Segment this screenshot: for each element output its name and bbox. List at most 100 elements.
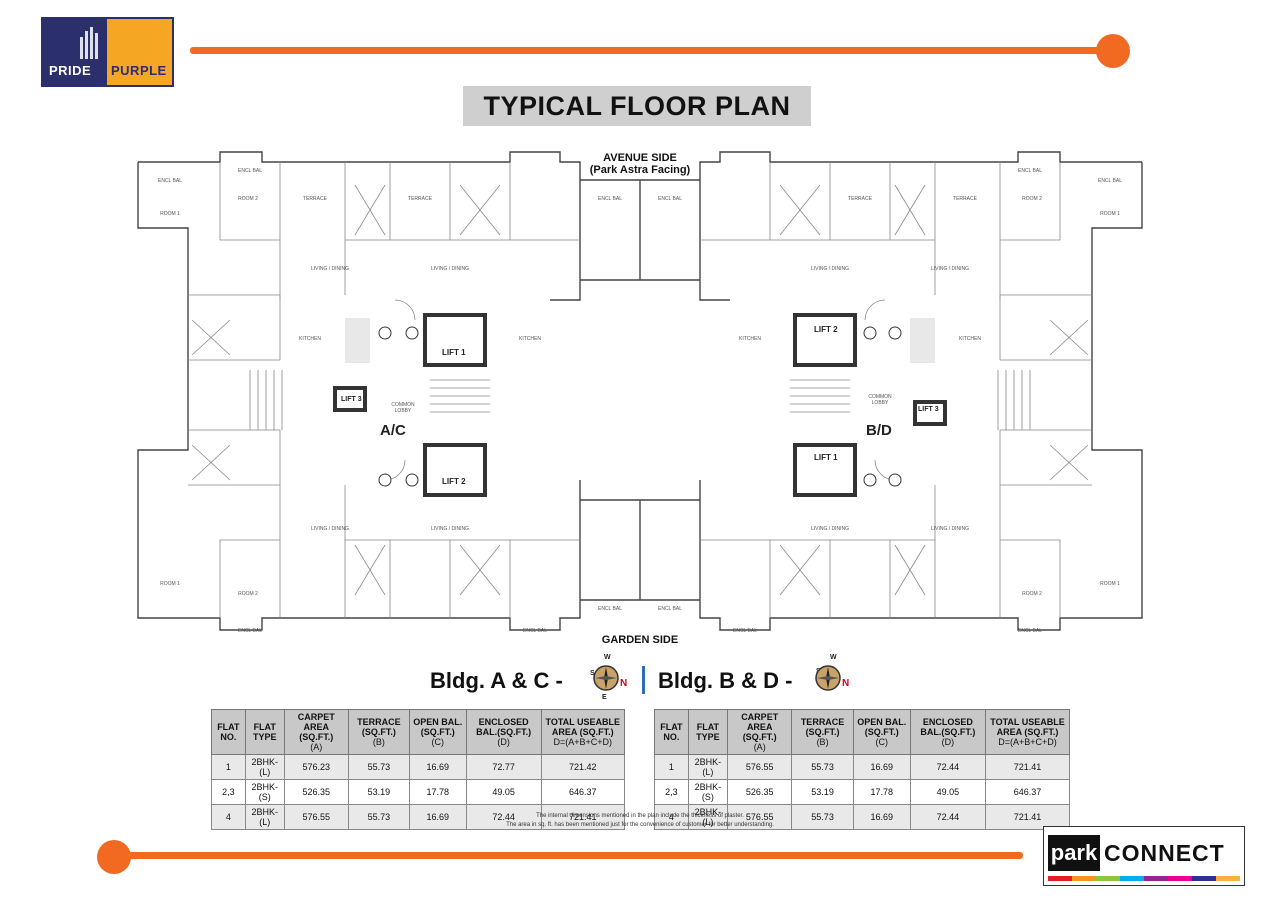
page-title: TYPICAL FLOOR PLAN	[483, 90, 791, 121]
area-table-header: FLAT NO. FLAT TYPE CARPET AREA (SQ.FT.)(A)…	[654, 709, 1070, 755]
compass-e: E	[602, 694, 607, 701]
table-cell: 16.69	[408, 804, 467, 830]
table-cell: 72.44	[465, 804, 542, 830]
lift-1-left: LIFT 1	[442, 348, 466, 357]
header-sub: (D)	[497, 737, 510, 747]
table-header-cell: OPEN BAL. (SQ.FT.)(C)	[408, 709, 467, 755]
compass-left: W S N E	[588, 654, 632, 704]
table-cell: 55.73	[347, 754, 410, 780]
floor-plan: ENCL BAL ENCL BAL ROOM 1 ROOM 2 TERRACE TER…	[130, 140, 1150, 662]
table-header-cell: CARPET AREA (SQ.FT.)(A)	[726, 709, 793, 755]
table-cell: 1	[654, 754, 689, 780]
compass-w: W	[830, 654, 837, 661]
svg-text:ROOM 2: ROOM 2	[1022, 196, 1042, 202]
header-sub: (B)	[816, 737, 829, 747]
park-connect-park: park	[1048, 835, 1100, 871]
table-cell: 16.69	[852, 804, 911, 830]
header-orange-dot	[1096, 34, 1130, 68]
header-label: CARPET AREA (SQ.FT.)	[297, 712, 335, 742]
svg-text:LIVING / DINING: LIVING / DINING	[931, 266, 969, 272]
footnotes: The internal dimensions mentioned in the…	[430, 812, 850, 830]
svg-text:KITCHEN: KITCHEN	[299, 336, 321, 342]
table-cell: 55.73	[791, 804, 854, 830]
table-header-cell: OPEN BAL. (SQ.FT.)(C)	[852, 709, 911, 755]
header-label: TOTAL USEABLE AREA (SQ.FT.)	[545, 717, 621, 737]
svg-text:KITCHEN: KITCHEN	[519, 336, 541, 342]
table-cell: 646.37	[540, 779, 626, 805]
table-cell: 55.73	[791, 754, 854, 780]
svg-text:LIVING / DINING: LIVING / DINING	[311, 266, 349, 272]
header-sub: (A)	[310, 742, 323, 752]
svg-text:ENCL BAL: ENCL BAL	[598, 606, 622, 612]
header-label: OPEN BAL. (SQ.FT.)	[413, 717, 463, 737]
svg-text:ENCL BAL: ENCL BAL	[1098, 178, 1122, 184]
compass-n: N	[620, 678, 628, 689]
header-label: CARPET AREA (SQ.FT.)	[741, 712, 779, 742]
logo-text-right: PURPLE	[111, 63, 167, 78]
svg-text:ENCL BAL: ENCL BAL	[598, 196, 622, 202]
table-cell: 72.77	[465, 754, 542, 780]
table-cell: 721.41	[985, 804, 1070, 830]
header-label: FLAT NO.	[660, 722, 683, 742]
svg-text:ENCL BAL: ENCL BAL	[733, 628, 757, 634]
svg-text:LIVING / DINING: LIVING / DINING	[431, 526, 469, 532]
table-cell: 526.35	[283, 779, 349, 805]
svg-text:KITCHEN: KITCHEN	[739, 336, 761, 342]
table-cell: 16.69	[852, 754, 911, 780]
header-sub: (C)	[431, 737, 445, 747]
table-cell: 2BHK-(S)	[244, 779, 285, 805]
compass-s: S	[590, 670, 595, 677]
svg-text:ROOM 1: ROOM 1	[1100, 211, 1120, 217]
area-table-header: FLAT NO. FLAT TYPE CARPET AREA (SQ.FT.)(A)…	[211, 709, 626, 755]
header-sub: (C)	[875, 737, 889, 747]
compass-right: W S N	[806, 654, 850, 704]
svg-text:LIVING / DINING: LIVING / DINING	[811, 266, 849, 272]
table-cell: 17.78	[408, 779, 467, 805]
building-separator	[642, 666, 645, 694]
header-label: ENCLOSED BAL.(SQ.FT.)	[476, 717, 532, 737]
table-header-cell: FLAT NO.	[654, 709, 689, 755]
lift-2-right: LIFT 2	[814, 325, 838, 334]
table-cell: 721.41	[985, 754, 1070, 780]
svg-text:LIVING / DINING: LIVING / DINING	[311, 526, 349, 532]
table-header-cell: FLAT TYPE	[244, 709, 285, 755]
table-cell: 16.69	[408, 754, 467, 780]
svg-text:TERRACE: TERRACE	[408, 196, 433, 202]
wing-label-right: B/D	[864, 422, 894, 439]
svg-text:ENCL BAL: ENCL BAL	[238, 168, 262, 174]
pride-purple-logo: PRIDE PURPLE	[41, 17, 174, 87]
table-cell: 2BHK-(L)	[244, 804, 285, 830]
common-lobby-right: COMMON LOBBY	[868, 394, 892, 406]
svg-text:LIVING / DINING: LIVING / DINING	[931, 526, 969, 532]
header-label: FLAT TYPE	[696, 722, 720, 742]
table-cell: 526.35	[726, 779, 793, 805]
svg-text:ROOM 2: ROOM 2	[238, 196, 258, 202]
header-label: TERRACE (SQ.FT.)	[357, 717, 401, 737]
header-label: FLAT TYPE	[252, 722, 277, 742]
svg-text:TERRACE: TERRACE	[303, 196, 328, 202]
header-label: FLAT NO.	[217, 722, 240, 742]
header-label: ENCLOSED BAL.(SQ.FT.)	[920, 717, 976, 737]
header-orange-bar	[190, 47, 1118, 54]
table-cell: 72.44	[909, 754, 987, 780]
area-table-left: FLAT NO. FLAT TYPE CARPET AREA (SQ.FT.)(A)…	[211, 709, 626, 830]
footnote-2: The area in sq. ft. has been mentioned j…	[506, 822, 774, 828]
compass-icon	[593, 665, 619, 691]
logo-gold-panel	[107, 19, 172, 85]
lift-3-left: LIFT 3	[341, 396, 362, 403]
svg-text:LIVING / DINING: LIVING / DINING	[811, 526, 849, 532]
svg-text:ENCL BAL: ENCL BAL	[1018, 168, 1042, 174]
header-label: OPEN BAL. (SQ.FT.)	[857, 717, 907, 737]
table-header-cell: FLAT TYPE	[687, 709, 728, 755]
table-cell: 1	[211, 754, 246, 780]
table-cell: 17.78	[852, 779, 911, 805]
common-lobby-left: COMMON LOBBY	[391, 402, 415, 414]
garden-side-label: GARDEN SIDE	[601, 634, 679, 646]
table-cell: 576.55	[283, 804, 349, 830]
title-box: TYPICAL FLOOR PLAN	[463, 86, 811, 126]
table-cell: 49.05	[909, 779, 987, 805]
footnote-1: The internal dimensions mentioned in the…	[536, 813, 744, 819]
